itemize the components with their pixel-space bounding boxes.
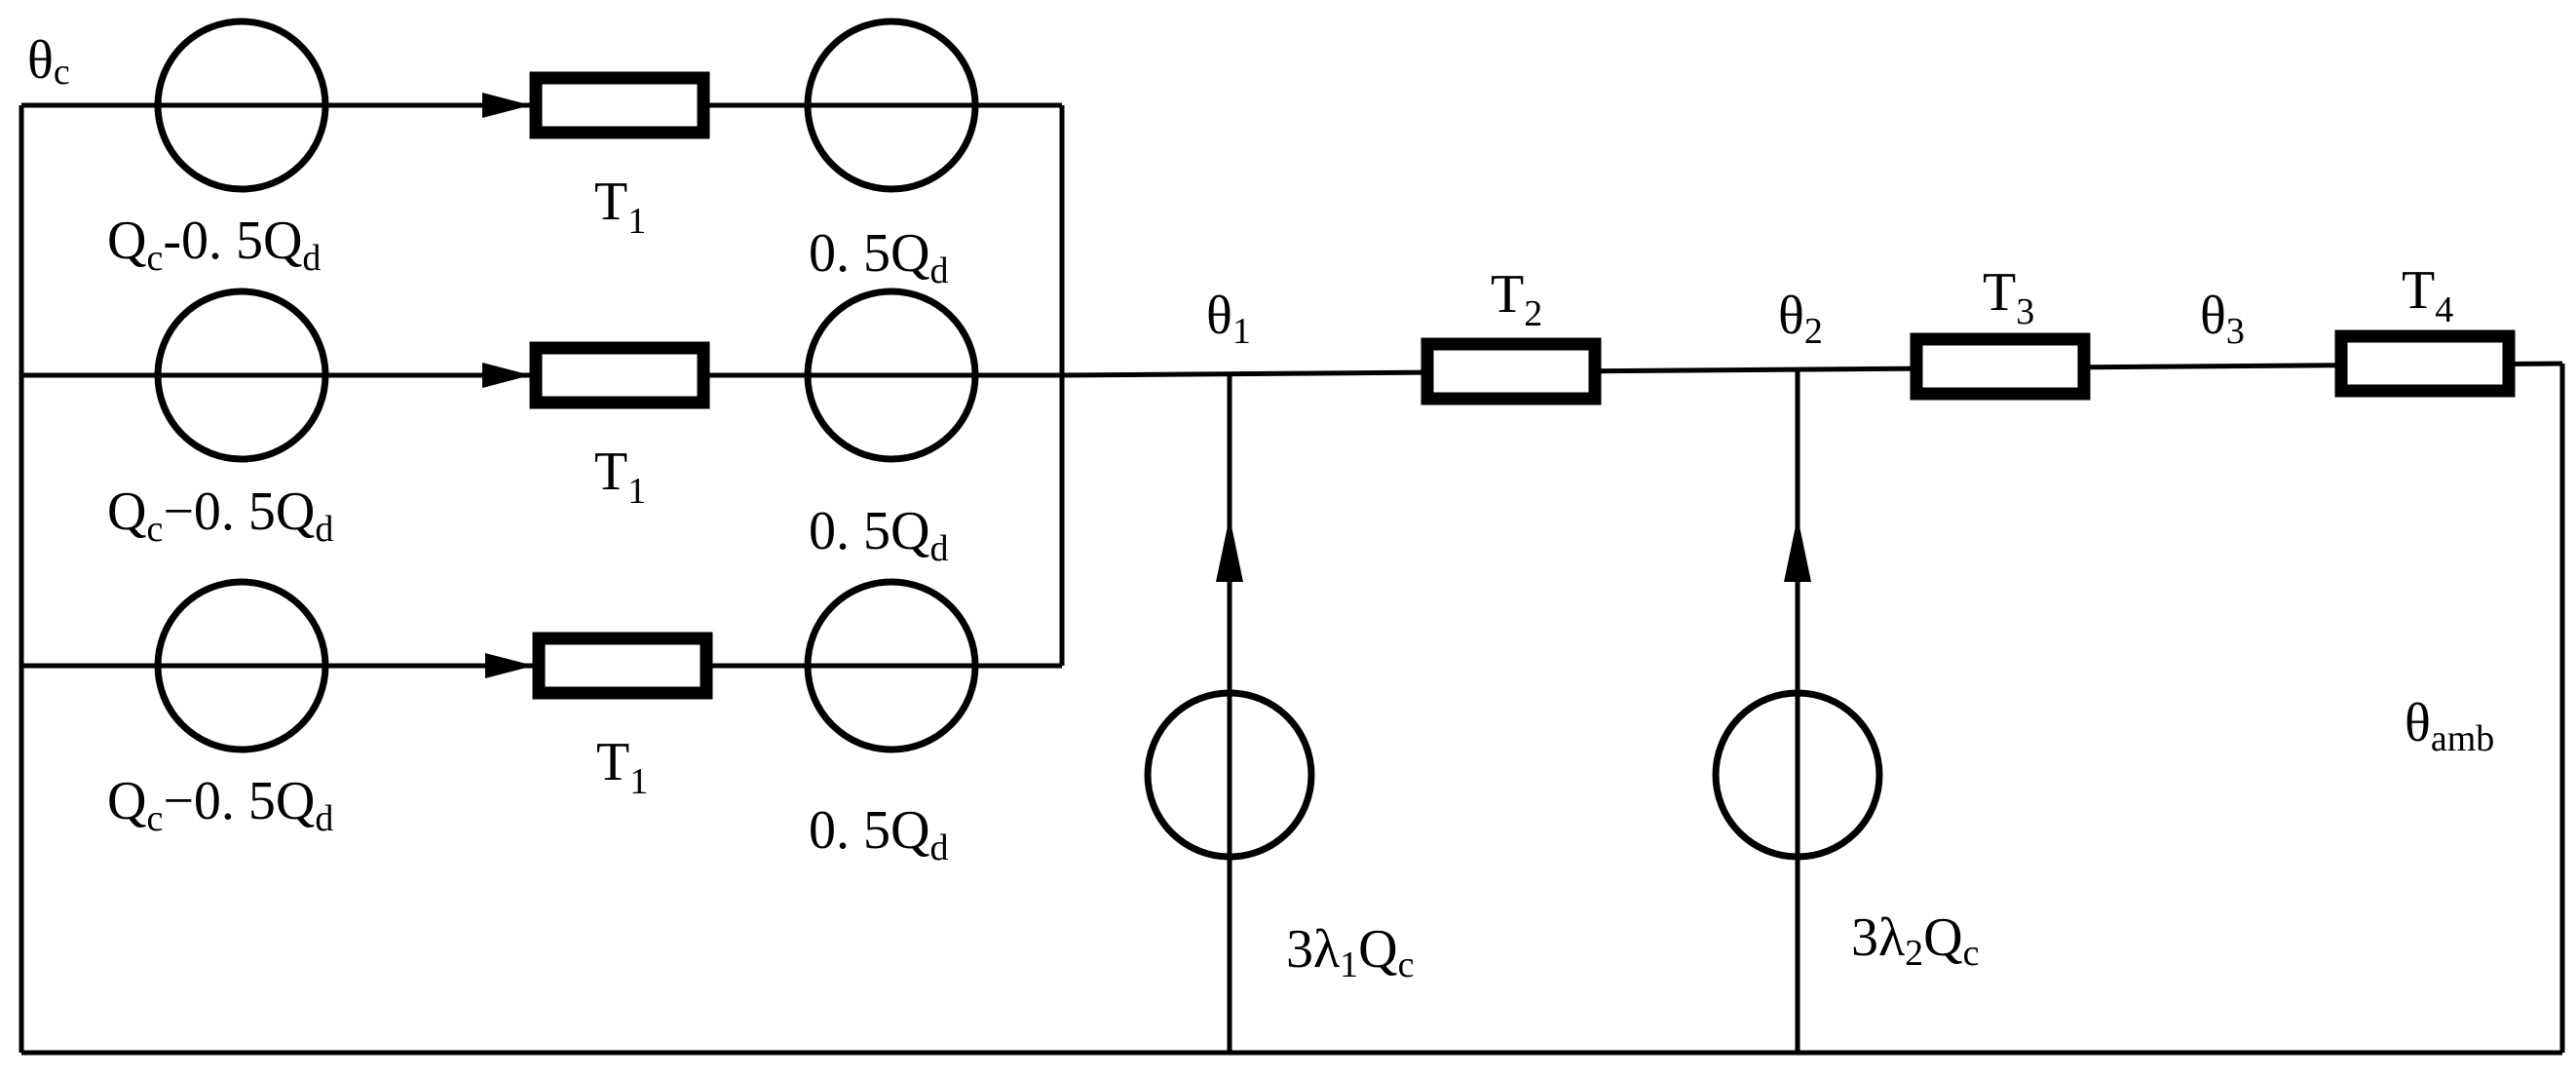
branch-2-resistor-label: T1 — [594, 442, 646, 512]
node-theta-amb-label: θamb — [2405, 693, 2494, 759]
branch-1-left-source-icon — [154, 18, 329, 193]
branch-2-right-source-label: 0. 5Qd — [809, 501, 948, 569]
branch-3-resistor-label: T1 — [596, 732, 648, 802]
branch-1-resistor-t1 — [529, 71, 710, 139]
branch-3-arrow-icon — [485, 653, 534, 678]
resistor-t2-label: T2 — [1491, 264, 1542, 334]
branch-3-right-source-label: 0. 5Qd — [809, 800, 948, 868]
resistor-t2 — [1421, 337, 1602, 405]
resistor-t3 — [1910, 332, 2091, 401]
branch-2-resistor-t1 — [529, 341, 710, 409]
arrows — [482, 93, 1811, 678]
branch-1-resistor-label: T1 — [594, 172, 646, 242]
branch-2-left-source-icon — [154, 288, 329, 463]
branch-2-right-source-icon — [804, 288, 979, 463]
sources — [154, 18, 1883, 861]
branch-3-right-source-icon — [804, 578, 979, 753]
branch-2-left-source-label: Qc−0. 5Qd — [107, 481, 333, 550]
wiring — [19, 102, 2565, 1056]
shunt-2-arrow-icon — [1784, 517, 1811, 582]
branch-1-arrow-icon — [482, 93, 531, 118]
resistor-t4-label: T4 — [2402, 260, 2453, 330]
branch-2-arrow-icon — [482, 363, 531, 388]
main-series-wire — [1061, 361, 2563, 378]
shunt-2-source-icon — [1712, 689, 1883, 861]
branch-1-right-source-icon — [804, 18, 979, 193]
resistors — [529, 71, 2516, 700]
branch-1-left-source-label: Qc-0. 5Qd — [107, 211, 321, 279]
branch-3-resistor-t1 — [532, 632, 713, 700]
shunt-1-arrow-icon — [1216, 517, 1243, 582]
node-theta-c-label: θc — [27, 30, 70, 93]
node-theta-1-label: θ1 — [1206, 286, 1251, 352]
node-theta-2-label: θ2 — [1778, 286, 1823, 352]
branch-1-right-source-label: 0. 5Qd — [809, 223, 948, 291]
branch-3-left-source-icon — [154, 578, 329, 753]
resistor-t4 — [2334, 329, 2516, 398]
shunt-1-source-icon — [1144, 689, 1315, 861]
resistor-t3-label: T3 — [1983, 262, 2034, 332]
shunt-1-source-label: 3λ1Qc — [1286, 919, 1414, 985]
labels: θc θ1 θ2 θ3 θamb Qc-0. 5Qd T1 0. 5Qd Qc−… — [27, 30, 2494, 985]
branch-3-left-source-label: Qc−0. 5Qd — [107, 771, 333, 839]
node-theta-3-label: θ3 — [2200, 286, 2245, 352]
shunt-2-source-label: 3λ2Qc — [1851, 907, 1979, 974]
